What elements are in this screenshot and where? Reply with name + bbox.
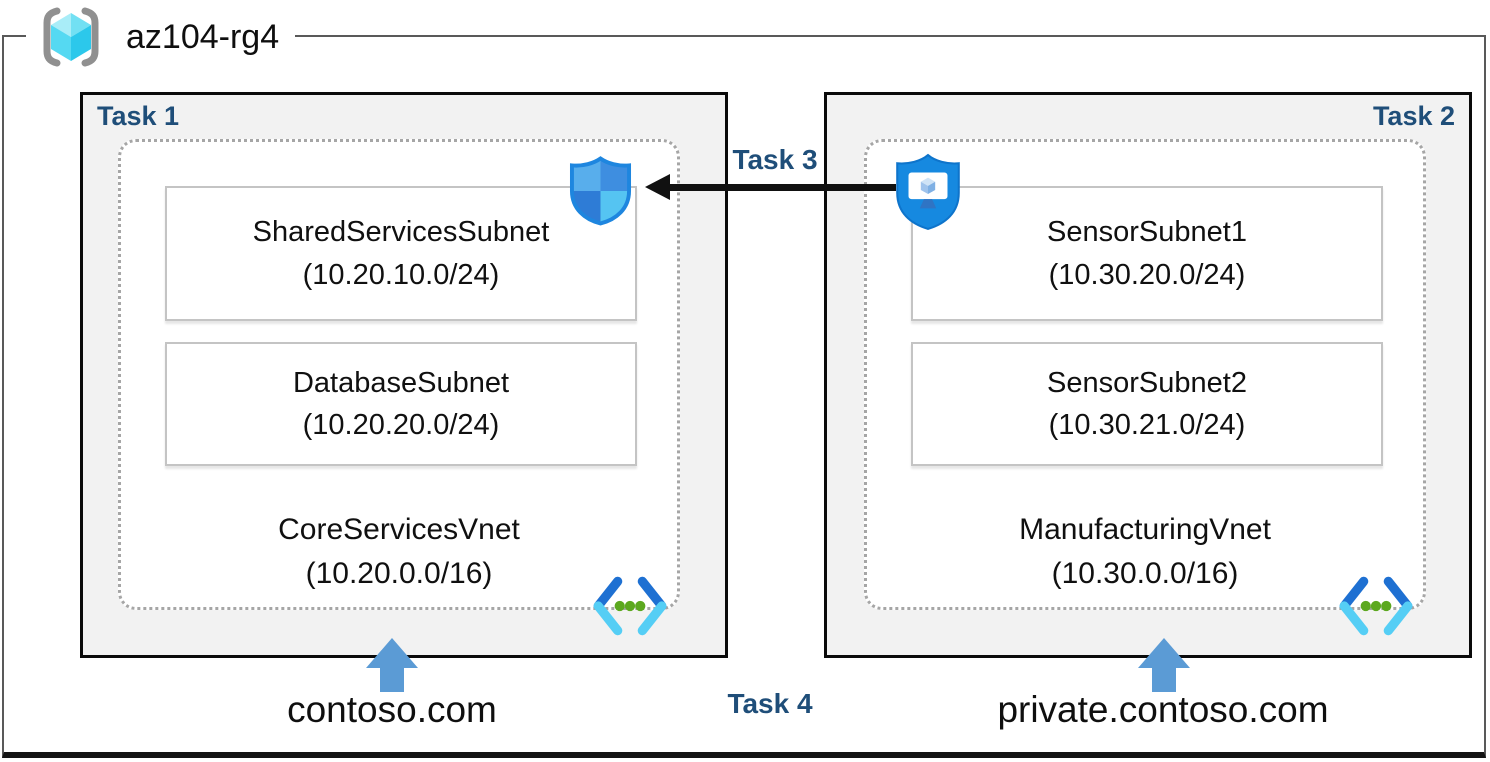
vnet-name: CoreServicesVnet	[278, 513, 520, 546]
task4-label: Task 4	[727, 688, 813, 719]
task3-label: Task 3	[732, 144, 818, 175]
shared-services-subnet-box: SharedServicesSubnet (10.20.10.0/24)	[165, 186, 637, 321]
core-services-vnet-container: SharedServicesSubnet (10.20.10.0/24) Dat…	[118, 139, 680, 636]
subnet-name: SharedServicesSubnet	[252, 216, 550, 249]
task2-label: Task 2	[1372, 101, 1455, 131]
up-arrow	[1138, 638, 1190, 692]
virtual-network-icon	[1339, 576, 1413, 636]
up-arrow-shaft	[1152, 668, 1176, 692]
subnet-name: SensorSubnet1	[1047, 216, 1247, 249]
resource-group-icon	[43, 7, 99, 67]
dns-zone-private-contoso: private.contoso.com	[997, 689, 1329, 730]
subnet-cidr: (10.20.10.0/24)	[302, 258, 500, 291]
virtual-network-icon	[593, 576, 667, 636]
shielded-host-icon	[896, 153, 960, 230]
up-arrow-head	[1138, 638, 1190, 668]
manufacturing-vnet-container: SensorSubnet1 (10.30.20.0/24) SensorSubn…	[864, 139, 1426, 636]
peering-arrow-head	[645, 174, 670, 200]
vnet-name: ManufacturingVnet	[1019, 513, 1271, 546]
dns-zone-contoso: contoso.com	[287, 689, 497, 730]
sensor-subnet2-box: SensorSubnet2 (10.30.21.0/24)	[911, 342, 1383, 466]
network-security-shield-icon	[569, 156, 632, 226]
subnet-cidr: (10.30.21.0/24)	[1048, 409, 1246, 441]
resource-group-frame	[2, 35, 1486, 758]
resource-group-title: az104-rg4	[126, 17, 280, 56]
up-arrow-head	[366, 638, 418, 668]
subnet-name: DatabaseSubnet	[292, 366, 510, 399]
sensor-subnet1-box: SensorSubnet1 (10.30.20.0/24)	[911, 186, 1383, 321]
vnet-cidr: (10.20.0.0/16)	[305, 556, 493, 590]
up-arrow-shaft	[380, 668, 404, 692]
task1-label: Task 1	[97, 101, 180, 131]
resource-group-header: az104-rg4	[26, 2, 296, 72]
core-services-vnet-label: CoreServicesVnet (10.20.0.0/16)	[121, 508, 677, 595]
subnet-name: SensorSubnet2	[1047, 366, 1247, 399]
database-subnet-box: DatabaseSubnet (10.20.20.0/24)	[165, 342, 637, 466]
subnet-cidr: (10.30.20.0/24)	[1048, 258, 1246, 291]
up-arrow	[366, 638, 418, 692]
manufacturing-vnet-label: ManufacturingVnet (10.30.0.0/16)	[867, 508, 1423, 595]
subnet-cidr: (10.20.20.0/24)	[302, 409, 500, 441]
peering-arrow-shaft	[666, 184, 896, 191]
vnet-cidr: (10.30.0.0/16)	[1051, 556, 1239, 590]
